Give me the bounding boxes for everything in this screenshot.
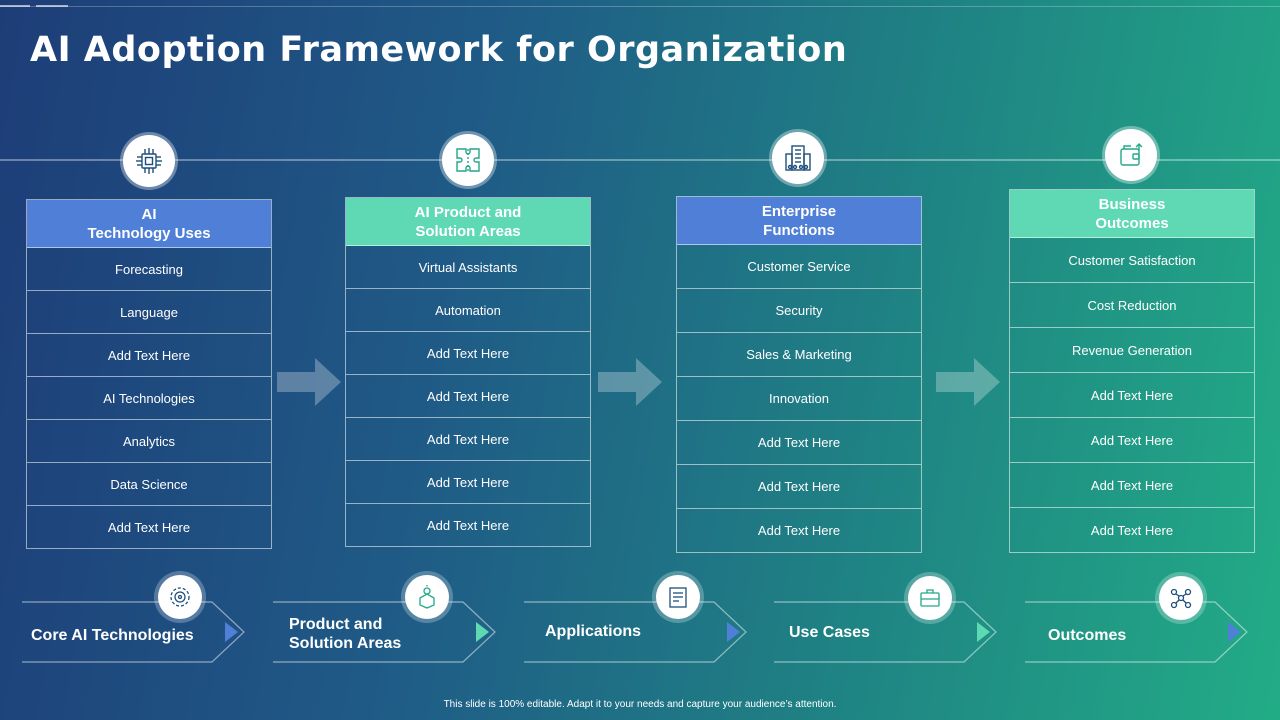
list-item: Add Text Here <box>1010 463 1254 508</box>
list-item: Forecasting <box>27 248 271 291</box>
list-item: Add Text Here <box>426 517 510 533</box>
stage-label: Applications <box>545 623 642 640</box>
footnote: This slide is 100% editable. Adapt it to… <box>443 699 837 710</box>
list-item: Analytics <box>27 420 271 463</box>
stage-label: Core AI Technologies <box>31 627 194 644</box>
list-item: Add Text Here <box>1010 373 1254 418</box>
list-item: Add Text Here <box>677 421 921 465</box>
list-item: Sales & Marketing <box>677 333 921 377</box>
lightbulb-box-icon <box>405 575 449 619</box>
document-icon <box>656 575 700 619</box>
list-item: Add Text Here <box>757 523 841 538</box>
list-item: Customer Service <box>677 245 921 289</box>
chip-icon <box>123 135 175 187</box>
network-icon <box>1159 576 1203 620</box>
top-decor-line <box>0 5 1280 7</box>
list-item: Customer Satisfaction <box>1010 238 1254 283</box>
list-item: Add Text Here <box>107 519 191 535</box>
list-item: Data Science <box>27 463 271 506</box>
list-item: Security <box>677 289 921 333</box>
stage-use-cases: Use Cases <box>774 572 1000 664</box>
list-item: Innovation <box>677 377 921 421</box>
list-item: Add Text Here <box>346 332 590 375</box>
list-item: Add Text Here <box>346 461 590 504</box>
stage-applications: Applications <box>524 572 750 664</box>
stage-label: Outcomes <box>1048 627 1127 644</box>
arrow-right-icon <box>277 358 341 406</box>
list-item: AI Technologies <box>27 377 271 420</box>
stage-label: Use Cases <box>789 624 870 641</box>
list-item: Add Text Here <box>346 418 590 461</box>
stage-outcomes: Outcomes <box>1025 572 1251 664</box>
building-icon <box>772 132 824 184</box>
list-item: Add Text Here <box>1010 418 1254 463</box>
timeline-line <box>0 159 1280 161</box>
wallet-icon <box>1105 129 1157 181</box>
list-item: Add Text Here <box>1090 522 1174 538</box>
ai-gear-icon <box>158 575 202 619</box>
list-item: Add Text Here <box>27 334 271 377</box>
arrow-right-icon <box>936 358 1000 406</box>
list-item: Virtual Assistants <box>346 246 590 289</box>
list-item: Cost Reduction <box>1010 283 1254 328</box>
stage-core-ai-technologies: Core AI Technologies <box>22 572 248 664</box>
list-item: Add Text Here <box>677 465 921 509</box>
list-item: Automation <box>346 289 590 332</box>
arrow-right-icon <box>598 358 662 406</box>
list-item: Language <box>27 291 271 334</box>
briefcase-icon <box>908 576 952 620</box>
page-title: AI Adoption Framework for Organization <box>30 30 848 70</box>
list-item: Add Text Here <box>346 375 590 418</box>
puzzle-icon <box>442 134 494 186</box>
list-item: Revenue Generation <box>1010 328 1254 373</box>
